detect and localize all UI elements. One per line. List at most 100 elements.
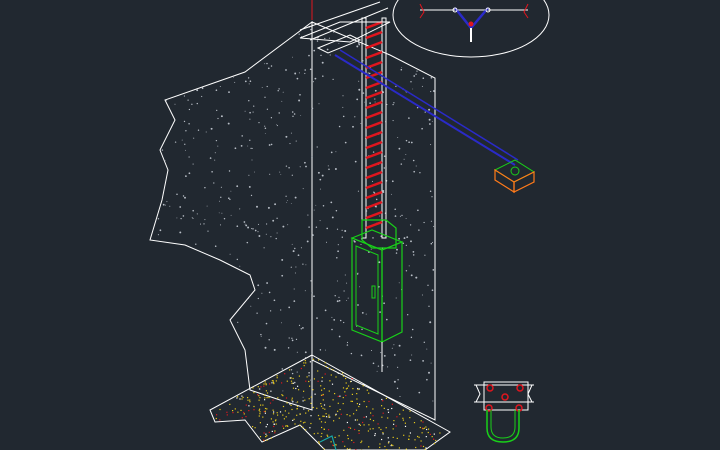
- concrete-speck: [390, 193, 392, 195]
- gravel-speck: [237, 396, 239, 398]
- concrete-speck: [319, 188, 321, 190]
- gravel-speck: [328, 390, 330, 392]
- concrete-speck: [239, 208, 241, 210]
- ladder-rung: [365, 20, 383, 30]
- concrete-speck: [346, 282, 348, 284]
- concrete-speck: [296, 371, 298, 373]
- gravel-speck: [322, 393, 324, 396]
- concrete-speck: [214, 152, 216, 154]
- gravel-speck: [341, 372, 344, 374]
- gravel-speck: [292, 419, 294, 421]
- concrete-speck: [405, 270, 408, 272]
- concrete-speck: [432, 400, 434, 402]
- gravel-speck: [403, 434, 405, 436]
- gravel-speck: [421, 432, 423, 434]
- gravel-speck: [396, 437, 398, 439]
- gravel-speck: [420, 440, 422, 442]
- gravel-speck: [323, 404, 326, 406]
- concrete-speck: [191, 217, 193, 219]
- concrete-speck: [334, 295, 336, 297]
- gravel-speck: [310, 422, 312, 425]
- gravel-speck: [282, 405, 285, 408]
- gravel-speck: [349, 415, 351, 417]
- gravel-speck: [352, 388, 354, 390]
- concrete-speck: [184, 196, 186, 199]
- gravel-speck: [351, 439, 353, 441]
- gravel-speck: [272, 413, 275, 415]
- gravel-speck: [234, 408, 236, 410]
- concrete-speck: [429, 321, 432, 324]
- concrete-speck: [315, 226, 318, 228]
- concrete-speck: [362, 60, 364, 62]
- panel-handle: [371, 285, 376, 299]
- concrete-speck: [423, 221, 425, 224]
- gravel-speck: [362, 421, 364, 424]
- concrete-speck: [415, 73, 417, 75]
- gravel-speck: [243, 411, 245, 414]
- gravel-speck: [320, 403, 322, 405]
- concrete-speck: [430, 91, 432, 93]
- gravel-speck: [347, 438, 349, 440]
- concrete-speck: [383, 355, 386, 357]
- gravel-speck: [308, 372, 310, 374]
- concrete-speck: [379, 215, 381, 217]
- concrete-speck: [426, 348, 428, 350]
- gravel-speck: [366, 406, 368, 408]
- concrete-speck: [292, 250, 295, 253]
- concrete-speck: [248, 174, 250, 176]
- gravel-speck: [321, 432, 323, 435]
- gravel-speck: [219, 419, 221, 421]
- gravel-speck: [374, 433, 376, 435]
- concrete-speck: [377, 365, 380, 367]
- gravel-speck: [358, 430, 360, 432]
- gravel-speck: [293, 418, 295, 420]
- concrete-speck: [410, 336, 413, 339]
- concrete-speck: [261, 393, 262, 394]
- concrete-speck: [415, 165, 417, 167]
- gravel-speck: [354, 419, 356, 421]
- gravel-speck: [323, 415, 325, 417]
- gravel-speck: [248, 410, 250, 412]
- ladder-rail-right: [381, 17, 387, 239]
- gravel-speck: [302, 422, 305, 424]
- gravel-speck: [402, 419, 404, 421]
- gravel-speck: [334, 436, 336, 438]
- concrete-speck: [412, 254, 415, 256]
- floor-outline: [209, 354, 451, 450]
- u-bracket-inner: [490, 410, 516, 439]
- concrete-speck: [291, 111, 294, 113]
- concrete-speck: [287, 224, 289, 226]
- gravel-speck: [404, 422, 406, 424]
- concrete-speck: [378, 261, 381, 264]
- gravel-speck: [382, 400, 384, 402]
- gravel-speck: [273, 383, 275, 385]
- gravel-speck: [383, 407, 385, 409]
- concrete-speck: [396, 248, 398, 251]
- concrete-speck: [338, 296, 340, 298]
- gravel-speck: [310, 415, 312, 417]
- concrete-speck: [266, 282, 269, 284]
- concrete-speck: [405, 139, 408, 142]
- gravel-speck: [435, 439, 437, 442]
- concrete-speck: [380, 352, 382, 354]
- gravel-speck: [263, 383, 265, 385]
- concrete-speck: [295, 338, 298, 341]
- gravel-speck: [353, 441, 355, 444]
- gravel-speck: [305, 362, 307, 364]
- concrete-speck: [413, 170, 416, 173]
- gravel-speck: [240, 409, 242, 411]
- concrete-speck: [321, 174, 324, 177]
- gravel-speck: [243, 413, 245, 415]
- concrete-speck: [185, 130, 187, 132]
- concrete-speck: [412, 159, 415, 162]
- concrete-speck: [298, 99, 301, 102]
- concrete-speck: [248, 185, 251, 188]
- concrete-speck: [428, 118, 431, 121]
- concrete-speck: [410, 141, 413, 144]
- gravel-speck: [419, 426, 421, 429]
- concrete-speck: [244, 110, 246, 112]
- concrete-speck: [166, 201, 168, 203]
- concrete-speck: [346, 344, 349, 346]
